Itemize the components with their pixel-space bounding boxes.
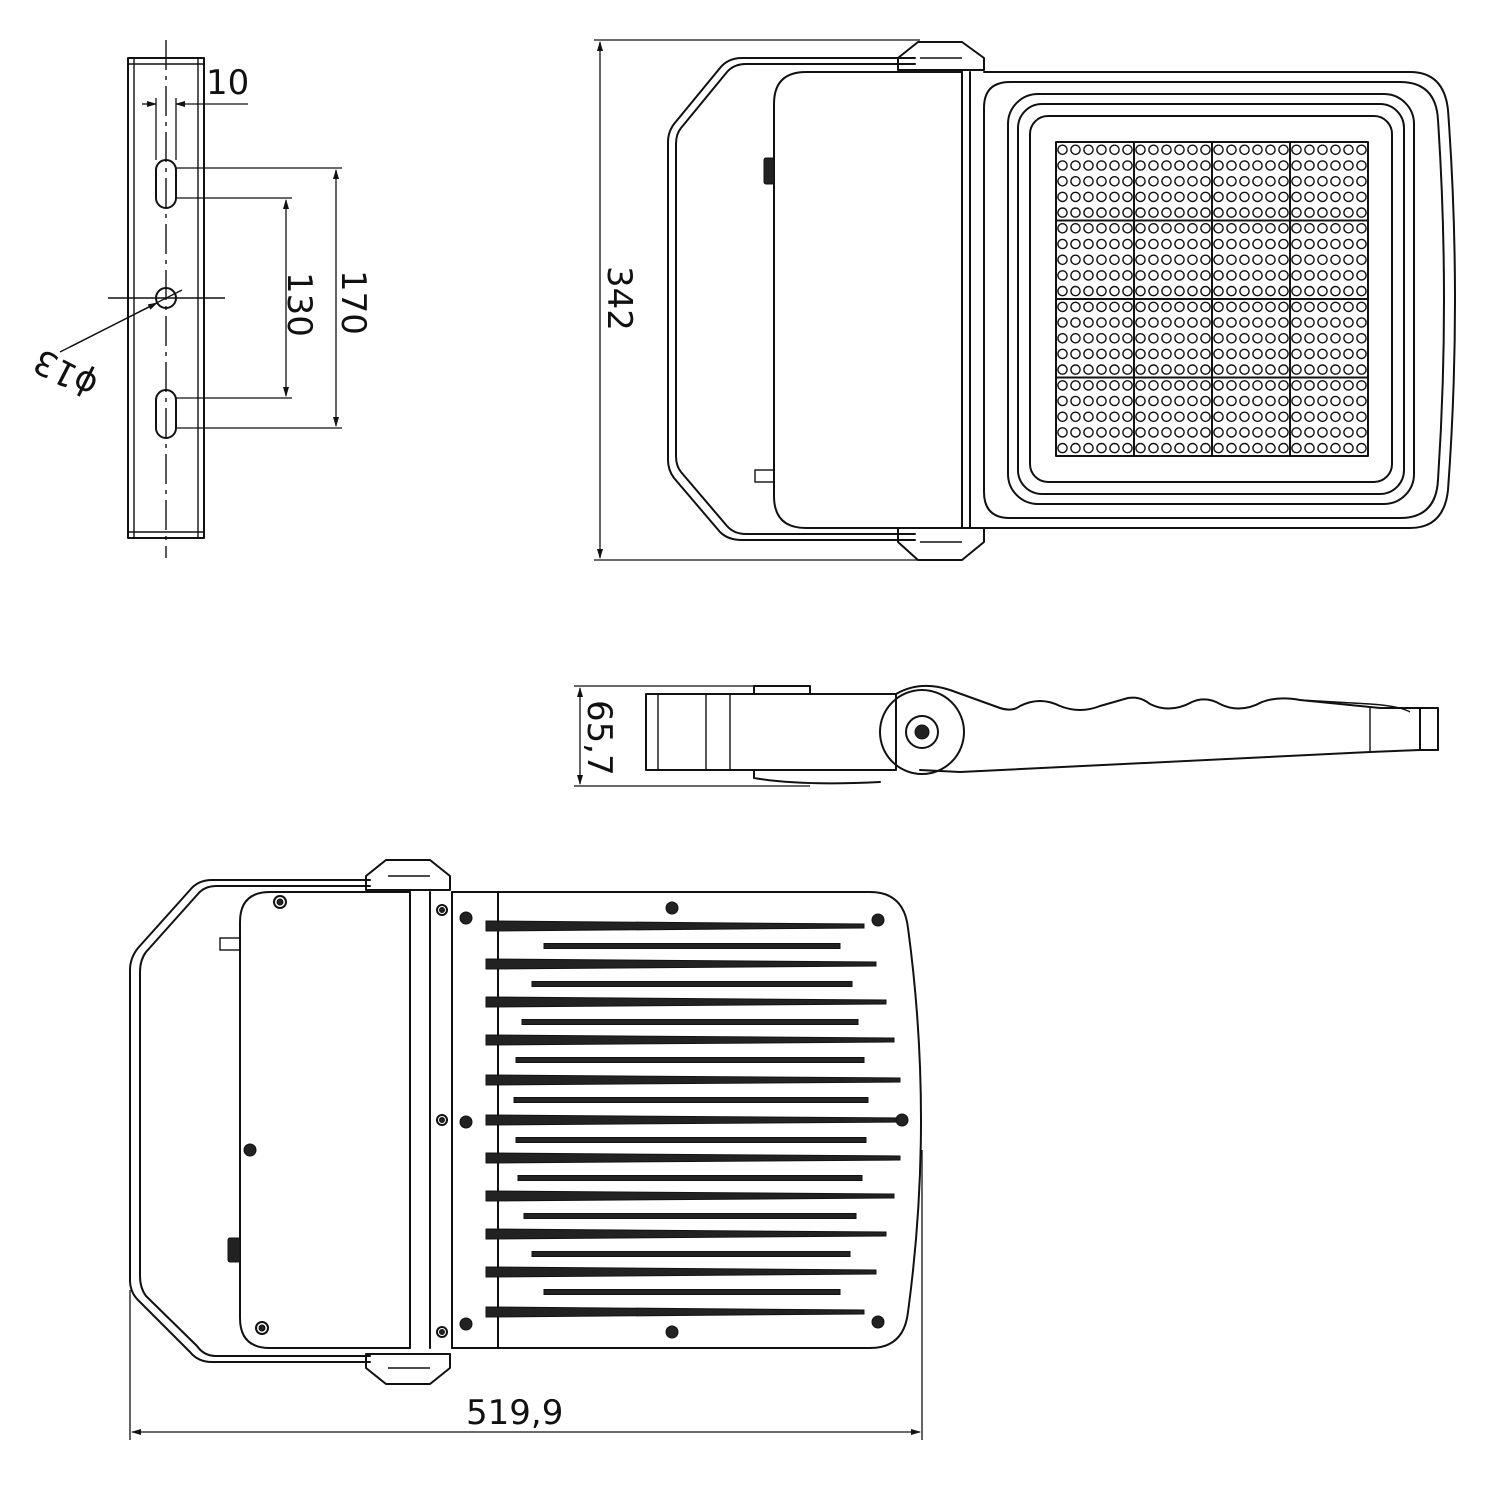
dim-height: 342 <box>594 39 920 561</box>
dim-thickness-label: 65,7 <box>579 700 619 776</box>
dim-inner-spacing-label: 130 <box>279 272 319 337</box>
side-view <box>645 684 1439 785</box>
dim-height-label: 342 <box>599 266 639 331</box>
dim-slot-width-label: 10 <box>206 63 249 103</box>
dim-length: 519,9 <box>129 1150 923 1440</box>
dim-outer-spacing: 170 <box>176 167 373 429</box>
led-array <box>1055 141 1369 457</box>
bracket-view <box>108 40 225 558</box>
dim-slot-width: 10 <box>142 63 249 160</box>
dim-outer-spacing-label: 170 <box>333 270 373 335</box>
dim-hole-diameter-label: ϕ13 <box>27 340 104 405</box>
front-view <box>667 41 1456 561</box>
dim-length-label: 519,9 <box>466 1393 563 1433</box>
rear-view <box>129 859 922 1385</box>
dim-inner-spacing: 130 <box>176 197 319 399</box>
dim-thickness: 65,7 <box>574 685 810 787</box>
dim-hole-diameter: ϕ13 <box>27 289 183 406</box>
cooling-fins <box>485 920 905 1318</box>
